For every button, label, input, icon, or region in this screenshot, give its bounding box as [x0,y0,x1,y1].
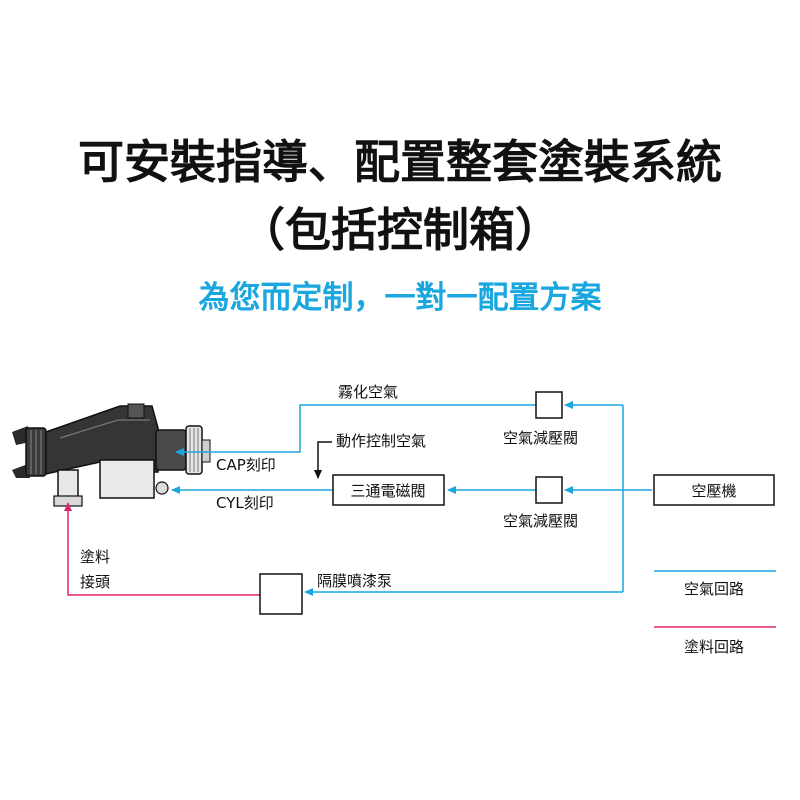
cap-mark-label: CAP刻印 [216,456,276,474]
cyl-mark-label: CYL刻印 [216,494,274,512]
paint-circuit-line [64,502,260,596]
regulator-top-label: 空氣減壓閥 [503,429,578,447]
solenoid-valve-label: 三通電磁閥 [350,482,425,500]
action-control-air-arrow [314,441,332,479]
compressor-label: 空壓機 [691,482,736,500]
diaphragm-pump-label: 隔膜噴漆泵 [317,572,392,590]
legend-paint-label: 塗料回路 [684,638,744,656]
regulator-bottom-box [535,476,563,504]
legend-air-label: 空氣回路 [684,580,744,598]
atomizing-air-label: 霧化空氣 [338,383,398,401]
paint-connector-label-2: 接頭 [80,573,110,591]
air-circuit-lines [171,401,652,596]
title-line-2: （包括控制箱） [239,203,561,257]
spray-gun-icon [12,403,211,507]
solenoid-valve-box [332,474,445,506]
diaphragm-pump-box [259,573,303,615]
title-line-1: 可安裝指導、配置整套塗裝系統 [78,135,722,189]
compressor-box [653,474,775,506]
regulator-bottom-label: 空氣減壓閥 [503,512,578,530]
subtitle: 為您而定制，一對一配置方案 [198,280,602,316]
legend: 空氣回路 塗料回路 [654,570,776,656]
regulator-top-box [535,391,563,419]
paint-connector-label-1: 塗料 [80,548,110,566]
action-control-air-label: 動作控制空氣 [336,432,426,450]
